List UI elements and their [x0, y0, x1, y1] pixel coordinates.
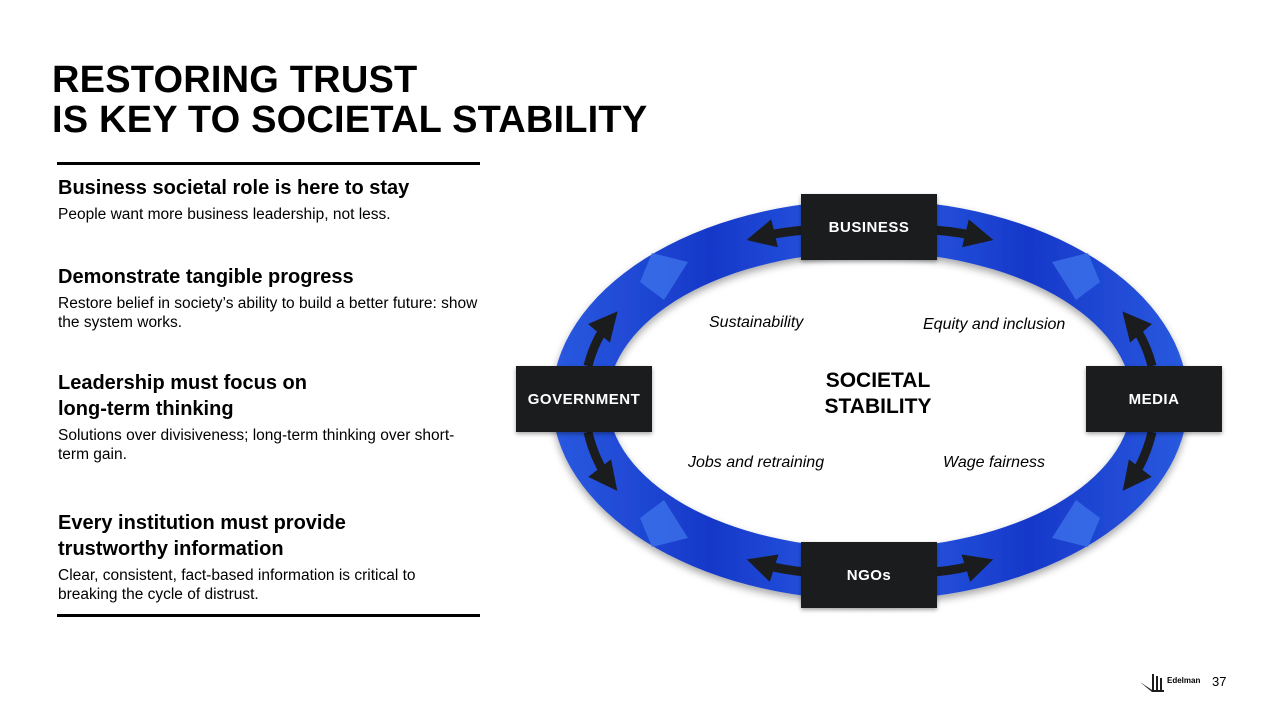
- point-trustworthy-information: Every institution must provide trustwort…: [58, 510, 478, 604]
- ring-highlight-top-left: [640, 253, 688, 300]
- point-heading-line-2: long-term thinking: [58, 398, 234, 420]
- center-label-line-2: STABILITY: [824, 395, 932, 418]
- arrow-ngos-right: [933, 554, 994, 582]
- edelman-logo-text: Edelman: [1167, 675, 1201, 685]
- point-body: Clear, consistent, fact-based informatio…: [58, 567, 416, 603]
- edelman-logo-icon: [1140, 674, 1164, 692]
- point-heading-line-1: Leadership must focus on: [58, 372, 307, 394]
- top-divider: [57, 162, 480, 165]
- trust-ring: [551, 199, 1188, 601]
- theme-sustainability: Sustainability: [709, 314, 804, 331]
- media-box: MEDIA: [1086, 366, 1222, 432]
- government-box: GOVERNMENT: [516, 366, 652, 432]
- arrow-media-up: [1122, 311, 1157, 368]
- ring-highlight-bottom-left: [640, 500, 688, 547]
- point-business-role: Business societal role is here to stay P…: [58, 175, 478, 224]
- edelman-logo: Edelman: [1140, 668, 1200, 692]
- point-heading-line-2: trustworthy information: [58, 538, 284, 560]
- ring-highlight-top-right: [1052, 253, 1100, 300]
- point-heading-line-1: Every institution must provide: [58, 512, 346, 534]
- arrow-business-right: [933, 219, 994, 248]
- point-body: Solutions over divisiveness; long-term t…: [58, 427, 455, 463]
- point-body: People want more business leadership, no…: [58, 206, 391, 223]
- center-label: SOCIETAL STABILITY: [798, 368, 958, 420]
- theme-jobs-retraining: Jobs and retraining: [688, 454, 825, 471]
- theme-wage-fairness: Wage fairness: [943, 454, 1045, 471]
- ngos-box: NGOs: [801, 542, 937, 608]
- slide-title-line-1: RESTORING TRUST: [52, 59, 418, 101]
- point-tangible-progress: Demonstrate tangible progress Restore be…: [58, 264, 478, 332]
- point-long-term-thinking: Leadership must focus on long-term think…: [58, 370, 478, 464]
- center-label-line-1: SOCIETAL: [825, 369, 931, 392]
- point-body: Restore belief in society’s ability to b…: [58, 295, 478, 331]
- point-heading: Business societal role is here to stay: [58, 177, 410, 199]
- page-number: 37: [1212, 674, 1227, 689]
- point-heading: Leadership must focus on long-term think…: [58, 370, 478, 422]
- slide-title-line-2: IS KEY TO SOCIETAL STABILITY: [52, 99, 648, 141]
- relationship-arrows: [583, 219, 1157, 582]
- ring-highlight-bottom-right: [1052, 500, 1100, 547]
- bottom-divider: [57, 614, 480, 617]
- point-heading: Every institution must provide trustwort…: [58, 510, 478, 562]
- arrow-media-down: [1122, 430, 1157, 491]
- point-heading: Demonstrate tangible progress: [58, 266, 354, 288]
- business-box: BUSINESS: [801, 194, 937, 260]
- arrow-government-down: [583, 430, 618, 491]
- theme-equity-inclusion: Equity and inclusion: [923, 316, 1066, 333]
- slide-title: RESTORING TRUST IS KEY TO SOCIETAL STABI…: [52, 60, 647, 140]
- arrow-government-up: [583, 311, 618, 368]
